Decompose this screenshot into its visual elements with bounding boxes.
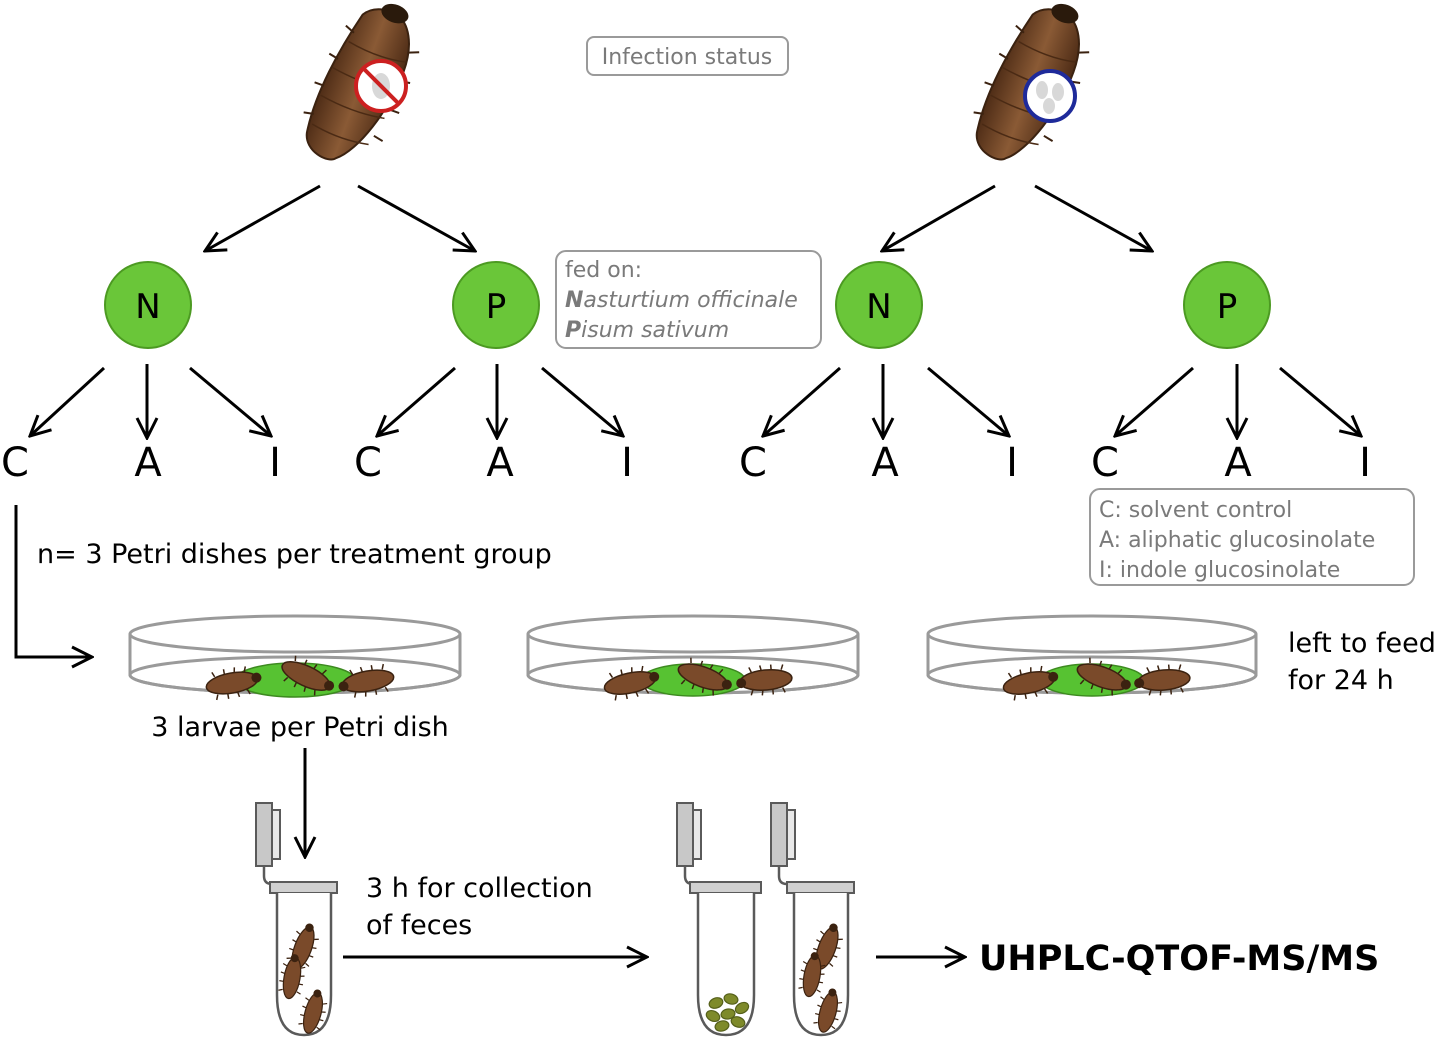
svg-text:P: P [1217, 287, 1238, 327]
treatment-c-4: C [1091, 440, 1119, 486]
treatment-i-2: I [621, 440, 633, 486]
collection-tube-1 [255, 802, 338, 1037]
treatment-a-3: A [871, 440, 899, 486]
treatment-a-2: A [486, 440, 514, 486]
svg-text:Nasturtium officinale: Nasturtium officinale [565, 288, 798, 313]
larva-to-diet-arrows [205, 184, 1152, 251]
petri-dish-1 [128, 614, 462, 704]
svg-text:N: N [135, 287, 160, 327]
diet-legend-box: fed on: Nasturtium officinale Pisum sati… [555, 250, 822, 349]
larvae-per-dish-text: 3 larvae per Petri dish [151, 712, 449, 743]
infected-symbol-icon [1023, 69, 1077, 123]
diet-box-rest-p: isum sativum [581, 318, 729, 343]
svg-text:P: P [486, 287, 507, 327]
treatment-i-4: I [1359, 440, 1371, 486]
diet-node-left-p: P [452, 261, 540, 349]
diet-node-right-p: P [1183, 261, 1271, 349]
diet-box-initial-n: N [565, 288, 583, 313]
svg-text:fed on:: fed on: [565, 258, 642, 283]
svg-text:C: solvent control: C: solvent control [1099, 498, 1292, 523]
treatment-legend-box: C: solvent control A: aliphatic glucosin… [1089, 488, 1415, 586]
treatment-to-petri-arrow [14, 505, 92, 657]
svg-text:Pisum sativum: Pisum sativum [565, 318, 729, 343]
treatment-c-2: C [354, 440, 382, 486]
treatment-c-1: C [1, 440, 29, 486]
replicates-text: n= 3 Petri dishes per treatment group [37, 539, 552, 570]
collection-line1: 3 h for collection [366, 873, 593, 904]
svg-text:N: N [866, 287, 891, 327]
diet-to-treatment-arrows [30, 364, 1361, 438]
treatment-i-3: I [1006, 440, 1018, 486]
diet-node-right-n: N [835, 261, 923, 349]
feed-time-line1: left to feed [1288, 628, 1436, 659]
feces-tube [676, 802, 762, 1037]
treatment-a-1: A [134, 440, 162, 486]
diet-node-left-n: N [104, 261, 192, 349]
treatment-labels: C A I C A I C A I C A I [1, 440, 1371, 486]
svg-text:Infection status: Infection status [602, 45, 773, 70]
svg-text:I: indole glucosinolate: I: indole glucosinolate [1099, 558, 1340, 583]
feed-time-line2: for 24 h [1288, 665, 1394, 696]
petri-dish-3 [926, 614, 1258, 704]
petri-dish-2 [526, 614, 860, 704]
collection-line2: of feces [366, 910, 472, 941]
diet-box-rest-n: asturtium officinale [583, 288, 797, 313]
svg-text:A: aliphatic glucosinolate: A: aliphatic glucosinolate [1099, 528, 1375, 553]
treatment-c-3: C [739, 440, 767, 486]
larvae-tube [770, 802, 855, 1037]
diet-box-initial-p: P [565, 318, 581, 343]
infection-status-label: Infection status [586, 36, 789, 76]
uninfected-symbol-icon [354, 59, 408, 113]
treatment-i-1: I [269, 440, 281, 486]
treatment-a-4: A [1224, 440, 1252, 486]
analysis-label: UHPLC-QTOF-MS/MS [979, 939, 1379, 979]
